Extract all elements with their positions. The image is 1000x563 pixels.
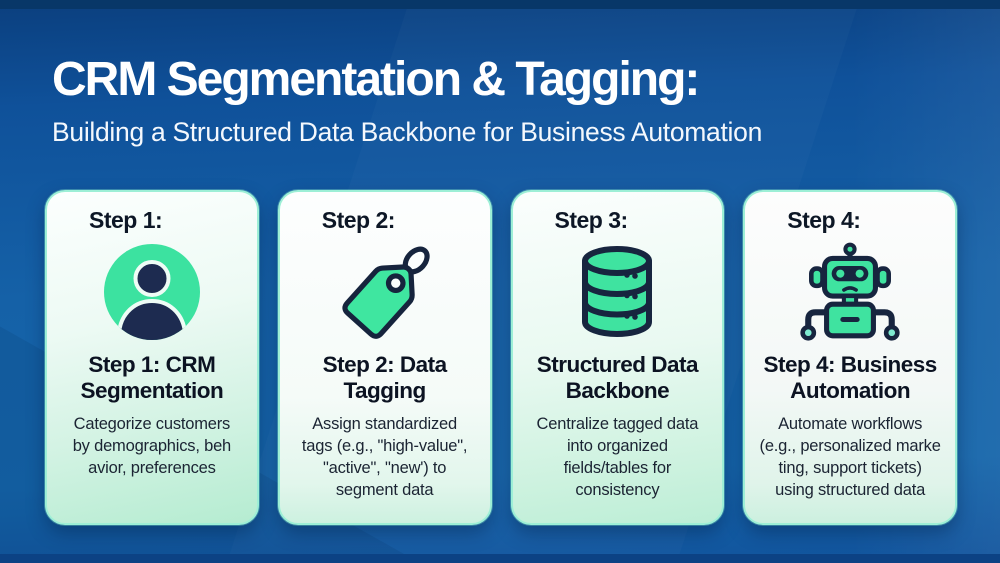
step-description: Assign standardized tags (e.g., "high-va… xyxy=(280,413,490,501)
tag-icon xyxy=(280,236,490,348)
body-line: (e.g., personalized marke xyxy=(759,437,941,455)
step-title: Step 2: Data Tagging xyxy=(280,352,490,404)
body-line: consistency xyxy=(575,481,660,499)
step-description: Centralize tagged data into organized fi… xyxy=(513,413,723,501)
step-description: Automate workflows (e.g., personalized m… xyxy=(745,413,955,501)
step-header: Step 1: xyxy=(89,207,163,233)
title-line: Step 4: Business xyxy=(763,352,937,377)
step-header: Step 2: xyxy=(321,207,396,233)
body-line: into organized xyxy=(566,437,668,455)
database-icon xyxy=(513,236,723,348)
body-line: tags (e.g., "high-value", xyxy=(301,437,468,455)
title-line: Segmentation xyxy=(80,378,224,403)
body-line: "active", "new') to xyxy=(322,459,447,477)
body-line: Centralize tagged data xyxy=(536,415,699,433)
step-card-4: Step 4: xyxy=(743,190,957,525)
body-line: Assign standardized xyxy=(312,415,458,433)
robot-icon xyxy=(745,236,955,348)
body-line: by demographics, beh xyxy=(72,437,232,455)
body-line: avior, preferences xyxy=(88,459,216,477)
step-header: Step 3: xyxy=(554,207,629,233)
person-icon xyxy=(47,236,257,348)
step-header: Step 4: xyxy=(787,207,861,233)
title-line: Step 1: CRM xyxy=(88,352,216,377)
body-line: fields/tables for xyxy=(563,459,672,477)
top-border-band xyxy=(0,0,1000,9)
body-line: using structured data xyxy=(775,481,926,499)
title-line: Automation xyxy=(790,378,911,403)
body-line: Automate workflows xyxy=(778,415,923,433)
step-title: Step 1: CRM Segmentation xyxy=(47,352,257,404)
body-line: Categorize customers xyxy=(73,415,231,433)
step-card-1: Step 1: Step 1: CRM Segmentation Categor… xyxy=(45,190,259,525)
title-line: Step 2: Data xyxy=(322,352,448,377)
page-title: CRM Segmentation & Tagging: xyxy=(52,53,700,106)
steps-row: Step 1: Step 1: CRM Segmentation Categor… xyxy=(45,190,957,525)
title-line: Tagging xyxy=(343,378,426,403)
step-card-3: Step 3: Structured xyxy=(510,190,725,525)
step-title: Step 4: Business Automation xyxy=(745,352,955,404)
body-line: segment data xyxy=(335,481,434,499)
page-subtitle: Building a Structured Data Backbone for … xyxy=(52,117,763,147)
title-line: Structured Data xyxy=(536,352,699,377)
step-description: Categorize customers by demographics, be… xyxy=(47,413,257,479)
step-title: Structured Data Backbone xyxy=(513,352,723,404)
body-line: ting, support tickets) xyxy=(778,459,922,477)
title-line: Backbone xyxy=(565,378,670,403)
step-card-2: Step 2: Step 2: Data Tagging Assign stan… xyxy=(277,190,492,525)
bottom-border-band xyxy=(0,554,1000,563)
